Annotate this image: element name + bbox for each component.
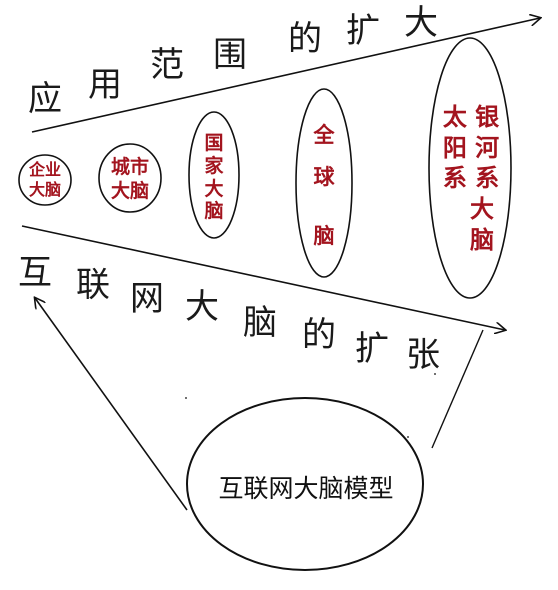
stage-ellipse-global (295, 88, 353, 278)
stage-label-galaxy: 太 银 阳 河 系 系 大 脑 (432, 102, 510, 256)
stage-label-line: 球 (313, 164, 335, 189)
stage-ellipse-country (188, 111, 240, 239)
stage-label-line: 国 (204, 132, 224, 154)
speck (407, 436, 409, 438)
title-bottom-char: 脑 (243, 303, 277, 343)
stage-label-line: 大 (470, 195, 494, 224)
stage-label-line: 系 系 (442, 164, 500, 193)
stage-label-line: 阳 河 (442, 133, 500, 162)
title-top-char: 大 (404, 3, 438, 43)
stage-label-country: 国 家 大 脑 (198, 132, 230, 223)
title-bottom-char: 联 (76, 265, 110, 305)
title-bottom-char: 大 (185, 287, 219, 327)
stage-label-city: 城市 大脑 (104, 156, 156, 204)
speck (434, 373, 436, 375)
stage-label-line: 脑 (313, 224, 335, 249)
stage-label-line: 全 (313, 123, 335, 147)
stage-ellipse-city (98, 143, 162, 213)
stage-label-line: 太 银 (442, 103, 500, 131)
title-top-char: 围 (213, 35, 247, 75)
feedback-arrow-line (35, 298, 188, 511)
stage-label-line: 家 (204, 154, 224, 177)
title-bottom-char: 张 (406, 335, 440, 375)
stage-label-enterprise: 企业 大脑 (22, 160, 68, 200)
title-bottom-char: 网 (130, 279, 164, 319)
stage-ellipse-enterprise (18, 154, 72, 206)
title-top-char: 用 (88, 65, 122, 105)
stage-label-line: 企业 (28, 160, 61, 179)
stage-label-line: 脑 (204, 200, 224, 223)
stage-label-line: 大脑 (110, 179, 149, 202)
stage-label-line: 大脑 (28, 180, 61, 199)
title-top-char: 应 (28, 79, 62, 119)
stage-label-line: 脑 (470, 225, 494, 254)
stage-label-line: 城市 (110, 156, 149, 178)
upper-arrow-line (31, 18, 540, 133)
stage-ellipse-galaxy (428, 37, 512, 299)
title-top-char: 范 (150, 45, 184, 85)
title-bottom-char: 的 (302, 315, 336, 355)
stage-label-line: 大 (204, 177, 224, 200)
model-label: 互联网大脑模型 (218, 474, 394, 503)
title-bottom-char: 扩 (355, 329, 389, 369)
connector-line (431, 329, 484, 449)
title-top-char: 的 (288, 19, 322, 59)
lower-arrow-line (21, 225, 505, 330)
speck (185, 397, 187, 399)
stage-label-global: 全 球 脑 (306, 108, 342, 265)
model-ellipse (186, 397, 424, 571)
title-bottom-char: 互 (18, 253, 52, 293)
title-top-char: 扩 (346, 11, 380, 51)
